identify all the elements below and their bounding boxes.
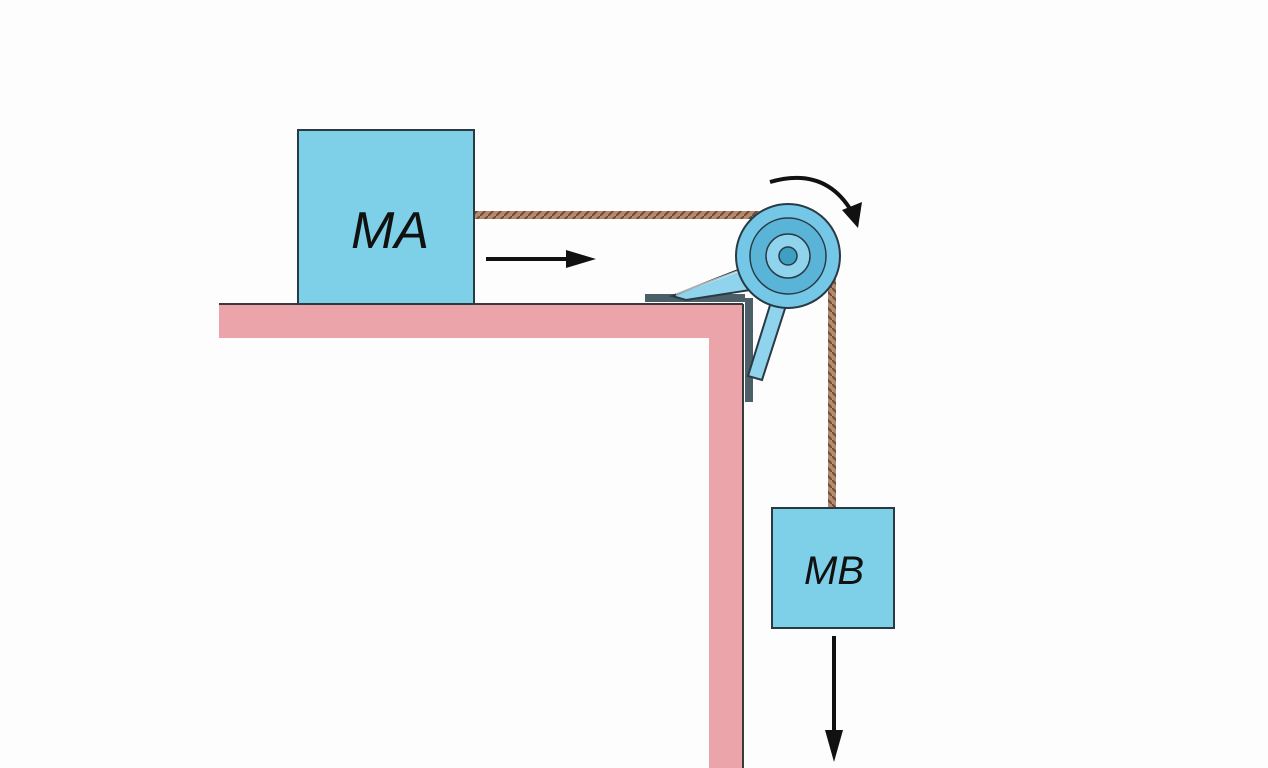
rope-vertical — [828, 258, 836, 510]
pulley-wheel — [735, 203, 841, 309]
table — [219, 303, 744, 768]
arrow-down-icon — [825, 636, 843, 762]
table-top — [219, 304, 743, 338]
table-leg — [709, 304, 743, 768]
block-b-label: MB — [804, 549, 864, 593]
block-a: MA — [297, 129, 475, 305]
rope-horizontal — [474, 211, 788, 219]
block-b: MB — [771, 507, 895, 629]
curved-arrow-clockwise-icon — [769, 175, 862, 228]
block-a-label: MA — [351, 202, 429, 260]
arrow-right-icon — [486, 250, 596, 268]
